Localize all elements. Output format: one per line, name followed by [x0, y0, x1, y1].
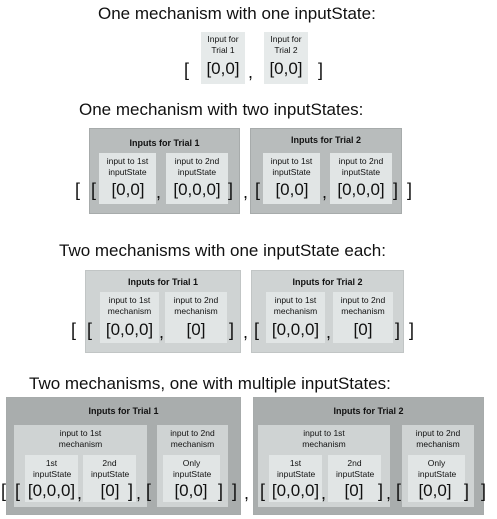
input-value: [0,0] — [418, 481, 452, 500]
trial-close-bracket: ] — [229, 320, 235, 340]
input-value: [0,0] — [206, 59, 240, 78]
comma: , — [136, 483, 142, 503]
outer-close-bracket: ] — [481, 481, 487, 501]
input-value: [0,0,0] — [271, 481, 320, 500]
comma: , — [243, 182, 249, 202]
input-1st-mechanism: input to 1st mechanism — [100, 292, 159, 343]
trial-open-bracket: [ — [254, 320, 260, 340]
trial-2-input-box: Input for Trial 2 [0,0] — [264, 32, 308, 84]
input-value: [0] — [344, 481, 364, 500]
input-1st-inputstate: input to 1st inputState — [263, 153, 320, 204]
trial-title: Inputs for Trial 2 — [290, 135, 361, 145]
comma: , — [243, 322, 249, 342]
section-2-heading: One mechanism with two inputStates: — [79, 100, 364, 119]
input-label: input to 2nd mechanism — [173, 295, 219, 316]
input-2nd-inputstate: input to 2nd inputState — [330, 153, 392, 204]
comma: , — [156, 182, 162, 202]
trial-open-bracket: [ — [91, 180, 97, 200]
outer-open-bracket: [ — [1, 481, 7, 501]
trial-open-bracket: [ — [260, 481, 266, 501]
outer-open-bracket: [ — [71, 320, 77, 340]
input-value: [0,0] — [275, 180, 309, 199]
comma: , — [326, 322, 332, 342]
mechanism-label: input to 2nd mechanism — [415, 428, 461, 449]
close-bracket: ] — [318, 60, 324, 80]
outer-open-bracket: [ — [75, 180, 81, 200]
bracket: [ — [396, 481, 402, 501]
comma: , — [244, 483, 250, 503]
section-3-heading: Two mechanisms with one inputState each: — [59, 241, 386, 260]
input-label: input to 2nd mechanism — [340, 295, 386, 316]
trial-close-bracket: ] — [395, 320, 401, 340]
trial-label: Input for Trial 1 — [207, 34, 239, 55]
bracket: ] — [464, 481, 470, 501]
input-value: [0,0,0] — [271, 320, 320, 339]
bracket: ] — [378, 481, 384, 501]
comma: , — [322, 182, 328, 202]
comma: , — [248, 62, 254, 82]
input-value: [0,0,0] — [337, 180, 385, 199]
trial-title: Inputs for Trial 1 — [88, 406, 159, 416]
input-label: Only inputState — [418, 458, 457, 479]
input-1st-inputstate: input to 1st inputState — [99, 153, 156, 204]
input-value: [0,0] — [111, 180, 145, 199]
input-label: input to 1st inputState — [106, 156, 149, 177]
input-label: 1st inputState — [277, 458, 316, 479]
trial-close-bracket: ] — [228, 180, 234, 200]
input-label: Only inputState — [173, 458, 212, 479]
trial-label: Input for Trial 2 — [270, 34, 302, 55]
bracket: [ — [146, 481, 152, 501]
input-value: [0,0] — [174, 481, 208, 500]
mechanism-label: input to 2nd mechanism — [170, 428, 215, 449]
input-2nd-inputstate: 2nd inputState — [328, 455, 381, 502]
section-4-heading: Two mechanisms, one with multiple inputS… — [29, 374, 391, 393]
input-value: [0] — [100, 481, 120, 500]
comma: , — [159, 322, 165, 342]
only-inputstate: Only inputState — [408, 455, 465, 502]
input-1st-mechanism: input to 1st mechanism — [266, 292, 325, 343]
input-2nd-mechanism: input to 2nd mechanism — [333, 292, 393, 343]
mechanism-label: input to 1st mechanism — [302, 428, 346, 449]
trial-1-input-box: Input for Trial 1 [0,0] — [201, 32, 245, 84]
input-1st-inputstate: 1st inputState — [25, 455, 78, 502]
input-label: input to 1st mechanism — [107, 295, 152, 316]
input-label: 1st inputState — [33, 458, 72, 479]
input-label: input to 2nd inputState — [174, 156, 220, 177]
open-bracket: [ — [184, 60, 190, 80]
comma: , — [321, 483, 327, 503]
trial-title: Inputs for Trial 2 — [292, 277, 363, 287]
input-label: 2nd inputState — [91, 458, 130, 479]
input-2nd-inputstate: 2nd inputState — [83, 455, 136, 502]
trial-close-bracket: ] — [393, 180, 399, 200]
input-2nd-mechanism: input to 2nd mechanism — [165, 292, 227, 343]
input-value: [0,0,0] — [173, 180, 221, 199]
section-1-heading: One mechanism with one inputState: — [98, 4, 376, 23]
input-label: input to 1st mechanism — [273, 295, 318, 316]
input-1st-inputstate: 1st inputState — [269, 455, 322, 502]
trial-open-bracket: [ — [255, 180, 261, 200]
input-value: [0,0,0] — [27, 481, 76, 500]
comma: , — [386, 483, 392, 503]
input-value: [0,0,0] — [105, 320, 154, 339]
input-value: [0,0] — [269, 59, 303, 78]
trial-title: Inputs for Trial 2 — [333, 406, 404, 416]
input-label: input to 1st inputState — [270, 156, 313, 177]
trial-title: Inputs for Trial 1 — [129, 138, 200, 148]
outer-close-bracket: ] — [409, 320, 415, 340]
input-2nd-inputstate: input to 2nd inputState — [166, 153, 228, 204]
comma: , — [77, 483, 83, 503]
mechanism-label: input to 1st mechanism — [58, 428, 103, 449]
input-value: [0] — [186, 320, 206, 339]
bracket: ] — [218, 481, 224, 501]
outer-close-bracket: ] — [407, 180, 413, 200]
trial-open-bracket: [ — [87, 320, 93, 340]
only-inputstate: Only inputState — [163, 455, 220, 502]
input-value: [0] — [353, 320, 373, 339]
input-label: input to 2nd inputState — [338, 156, 384, 177]
input-label: 2nd inputState — [336, 458, 375, 479]
trial-open-bracket: [ — [15, 481, 21, 501]
trial-close-bracket: ] — [232, 481, 238, 501]
trial-title: Inputs for Trial 1 — [127, 277, 198, 287]
bracket: ] — [128, 481, 134, 501]
